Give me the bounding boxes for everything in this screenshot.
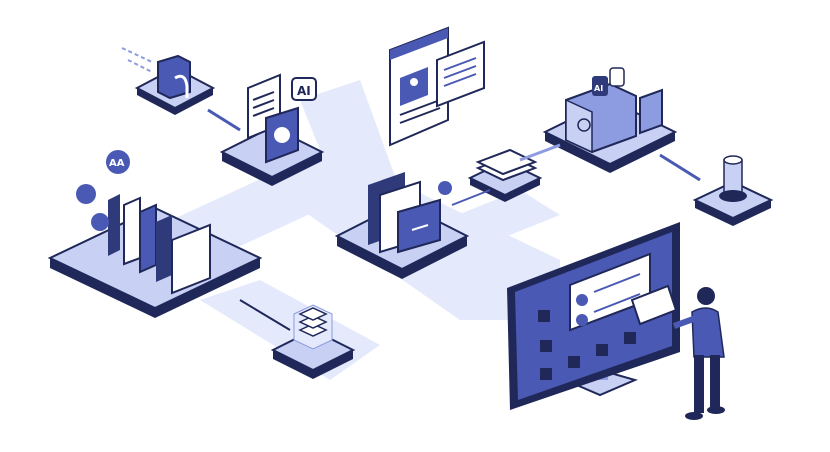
platform-side [402, 236, 467, 279]
layered-stack [239, 299, 333, 350]
document-stack [475, 148, 538, 182]
gear-icon [577, 118, 591, 132]
platform-side [222, 152, 272, 186]
ai-tag [592, 76, 608, 96]
platform-side [313, 350, 353, 379]
laptop [630, 284, 678, 326]
user-badge-icon [76, 184, 96, 204]
shield-icon [438, 181, 452, 195]
profile-document-window [389, 26, 485, 147]
ai-document-stack: AI [207, 73, 317, 164]
faucet-box [121, 47, 191, 100]
person-with-laptop [630, 284, 725, 420]
font-badge [106, 150, 130, 174]
platform-side [610, 132, 675, 173]
user-badge-icon [91, 213, 109, 231]
platform-side [505, 178, 540, 202]
monitor [507, 222, 680, 410]
ai-bubble-label: AI [297, 84, 311, 98]
ai-tag-label: AI [594, 84, 603, 93]
database-cylinder [719, 155, 747, 202]
ai-bubble [291, 77, 317, 101]
folder-documents [368, 172, 491, 254]
platform-side [273, 350, 313, 379]
user-icon [410, 78, 418, 86]
platform-side [50, 258, 155, 318]
floor-path [300, 80, 400, 200]
platform-side [733, 200, 771, 226]
platform-side [695, 200, 733, 226]
objects: AI AA [76, 26, 747, 420]
platform-side [155, 258, 260, 318]
platform-side [545, 132, 610, 173]
platform-side [175, 88, 213, 115]
platform-side [137, 88, 175, 115]
file-cabinet-row: AA [76, 150, 211, 295]
font-badge-label: AA [109, 158, 125, 169]
storage-boxes: AI [519, 67, 701, 182]
platform-side [337, 236, 402, 279]
tool-icon [274, 127, 290, 143]
platform-side [272, 152, 322, 186]
